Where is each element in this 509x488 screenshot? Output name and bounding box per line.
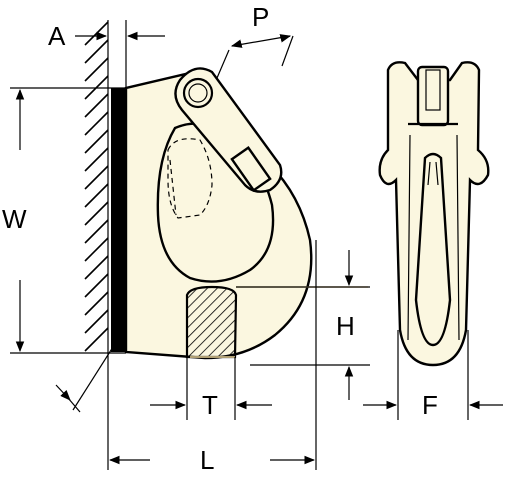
label-H: H (336, 311, 355, 341)
extension-lines (10, 20, 469, 470)
label-L: L (200, 445, 214, 475)
label-T: T (202, 390, 218, 420)
label-P: P (252, 2, 269, 32)
jaw-tooth-section (185, 285, 238, 359)
label-A: A (48, 21, 66, 51)
label-F: F (422, 390, 438, 420)
cam-lever (174, 67, 283, 193)
clamp-front-view (378, 61, 490, 367)
label-W: W (2, 204, 27, 234)
wall-plate (111, 88, 126, 352)
clamp-side-view (124, 67, 368, 360)
wall-hatching (84, 21, 109, 352)
dimension-arrows (15, 31, 503, 465)
